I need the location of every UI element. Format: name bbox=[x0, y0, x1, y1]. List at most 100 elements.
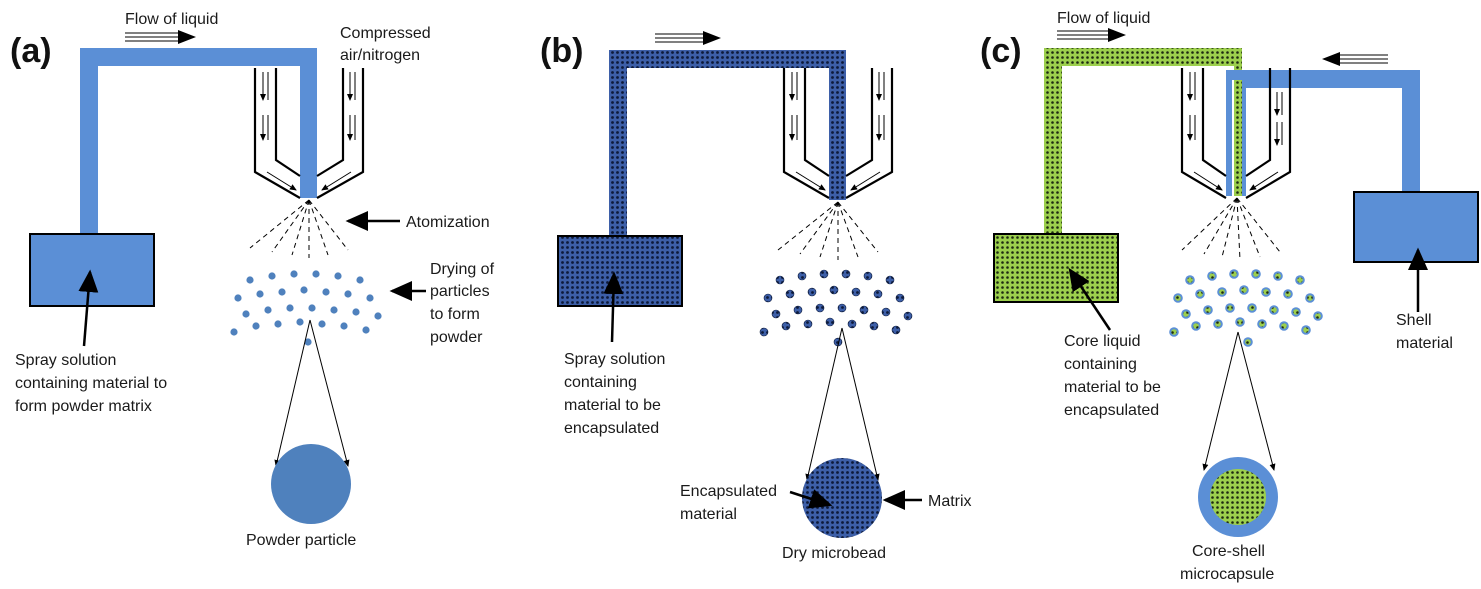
powder-droplet bbox=[286, 304, 294, 312]
microbead-droplet bbox=[885, 275, 895, 285]
microbead-droplet bbox=[873, 289, 883, 299]
powder-droplet bbox=[234, 294, 242, 302]
reservoir-pointer-a bbox=[78, 269, 99, 347]
powder-droplet bbox=[356, 276, 364, 284]
encapsulated-label-1: Encapsulated bbox=[680, 483, 777, 500]
microbead-droplet bbox=[781, 321, 791, 331]
microcapsule-particles-c bbox=[1169, 269, 1323, 347]
zoom-line-b-right bbox=[841, 327, 880, 481]
matrix-label: Matrix bbox=[928, 493, 972, 510]
microcapsule-label-1: Core-shell bbox=[1192, 543, 1265, 560]
microbead-droplet bbox=[829, 285, 839, 295]
core-label-3: material to be bbox=[1064, 379, 1161, 396]
panel-c: (c) Flow of liquid bbox=[980, 10, 1479, 583]
powder-droplet bbox=[296, 318, 304, 326]
encapsulated-label-2: material bbox=[680, 506, 737, 523]
microcapsule-droplet bbox=[1257, 319, 1267, 329]
shell-label-2: material bbox=[1396, 335, 1453, 352]
powder-droplet bbox=[318, 320, 326, 328]
zoom-line-b-left bbox=[805, 327, 843, 481]
drying-label-2: particles bbox=[430, 283, 490, 300]
powder-droplet bbox=[362, 326, 370, 334]
powder-droplet bbox=[300, 286, 308, 294]
microbead-droplet bbox=[859, 305, 869, 315]
flow-arrow-a bbox=[125, 30, 196, 44]
microcapsule-droplet bbox=[1207, 271, 1217, 281]
reservoir-label-b-4: encapsulated bbox=[564, 420, 659, 437]
compressed-air-label-a-1: Compressed bbox=[340, 25, 431, 42]
powder-droplet bbox=[340, 322, 348, 330]
powder-droplet bbox=[278, 288, 286, 296]
microbead-droplet bbox=[759, 327, 769, 337]
microcapsule-droplet bbox=[1313, 311, 1323, 321]
microbead-droplet bbox=[771, 309, 781, 319]
microcapsule-droplet bbox=[1225, 303, 1235, 313]
nozzle-a bbox=[253, 68, 365, 199]
powder-droplet bbox=[268, 272, 276, 280]
microcapsule-droplet bbox=[1283, 289, 1293, 299]
reservoir-label-a-1: Spray solution bbox=[15, 352, 116, 369]
drying-label-4: powder bbox=[430, 329, 483, 346]
flow-arrow-b bbox=[655, 31, 721, 45]
panel-c-label: (c) bbox=[980, 32, 1022, 70]
microcapsule-droplet bbox=[1203, 305, 1213, 315]
flow-arrow-c-shell bbox=[1322, 52, 1388, 66]
powder-droplet bbox=[264, 306, 272, 314]
microbead-droplet bbox=[819, 269, 829, 279]
powder-droplet bbox=[256, 290, 264, 298]
microcapsule-droplet bbox=[1235, 317, 1245, 327]
reservoir-label-a-2: containing material to bbox=[15, 375, 167, 392]
powder-particle-label: Powder particle bbox=[246, 532, 356, 549]
microbead-droplet bbox=[863, 271, 873, 281]
microbead-droplet bbox=[803, 319, 813, 329]
core-reservoir-c bbox=[993, 233, 1119, 303]
nozzle-c bbox=[1180, 68, 1292, 199]
microbead-droplet bbox=[869, 321, 879, 331]
powder-droplet bbox=[352, 308, 360, 316]
microcapsule-droplet bbox=[1181, 309, 1191, 319]
dry-microbead-label: Dry microbead bbox=[782, 545, 886, 562]
microcapsule-droplet bbox=[1191, 321, 1201, 331]
microbead-droplet bbox=[851, 287, 861, 297]
dry-microbead bbox=[802, 458, 882, 538]
core-label-1: Core liquid bbox=[1064, 333, 1140, 350]
zoom-line-c-right bbox=[1237, 331, 1276, 471]
microbead-droplet bbox=[891, 325, 901, 335]
microbead-droplet bbox=[785, 289, 795, 299]
microbead-particles-b bbox=[759, 269, 913, 347]
compressed-air-label-a-2: air/nitrogen bbox=[340, 47, 420, 64]
microbead-droplet bbox=[847, 319, 857, 329]
microbead-droplet bbox=[763, 293, 773, 303]
microcapsule-droplet bbox=[1291, 307, 1301, 317]
core-label-4: encapsulated bbox=[1064, 402, 1159, 419]
drying-label-1: Drying of bbox=[430, 261, 495, 278]
microbead-droplet bbox=[815, 303, 825, 313]
powder-droplet bbox=[290, 270, 298, 278]
powder-droplet bbox=[312, 270, 320, 278]
microcapsule-droplet bbox=[1169, 327, 1179, 337]
microbead-droplet bbox=[825, 317, 835, 327]
reservoir-label-b-1: Spray solution bbox=[564, 351, 665, 368]
liquid-pipe-a bbox=[80, 48, 317, 240]
spray-cone-b bbox=[777, 201, 879, 260]
zoom-line-a-left bbox=[274, 319, 311, 467]
panel-b-label: (b) bbox=[540, 32, 583, 70]
panel-a-label: (a) bbox=[10, 32, 52, 70]
powder-droplet bbox=[246, 276, 254, 284]
spray-cone-a bbox=[249, 199, 349, 258]
microcapsule-droplet bbox=[1185, 275, 1195, 285]
shell-pipe-c bbox=[1226, 70, 1420, 196]
reservoir-b bbox=[557, 235, 683, 307]
zoom-line-c-left bbox=[1202, 331, 1239, 471]
reservoir-label-b-3: material to be bbox=[564, 397, 661, 414]
microcapsule-droplet bbox=[1295, 275, 1305, 285]
powder-droplet bbox=[334, 272, 342, 280]
atomization-label: Atomization bbox=[406, 214, 490, 231]
powder-droplet bbox=[242, 310, 250, 318]
panel-b: (b) bbox=[540, 31, 972, 562]
powder-droplet bbox=[344, 290, 352, 298]
microcapsule-droplet bbox=[1213, 319, 1223, 329]
reservoir-label-b-2: containing bbox=[564, 374, 637, 391]
microcapsule-droplet bbox=[1269, 305, 1279, 315]
